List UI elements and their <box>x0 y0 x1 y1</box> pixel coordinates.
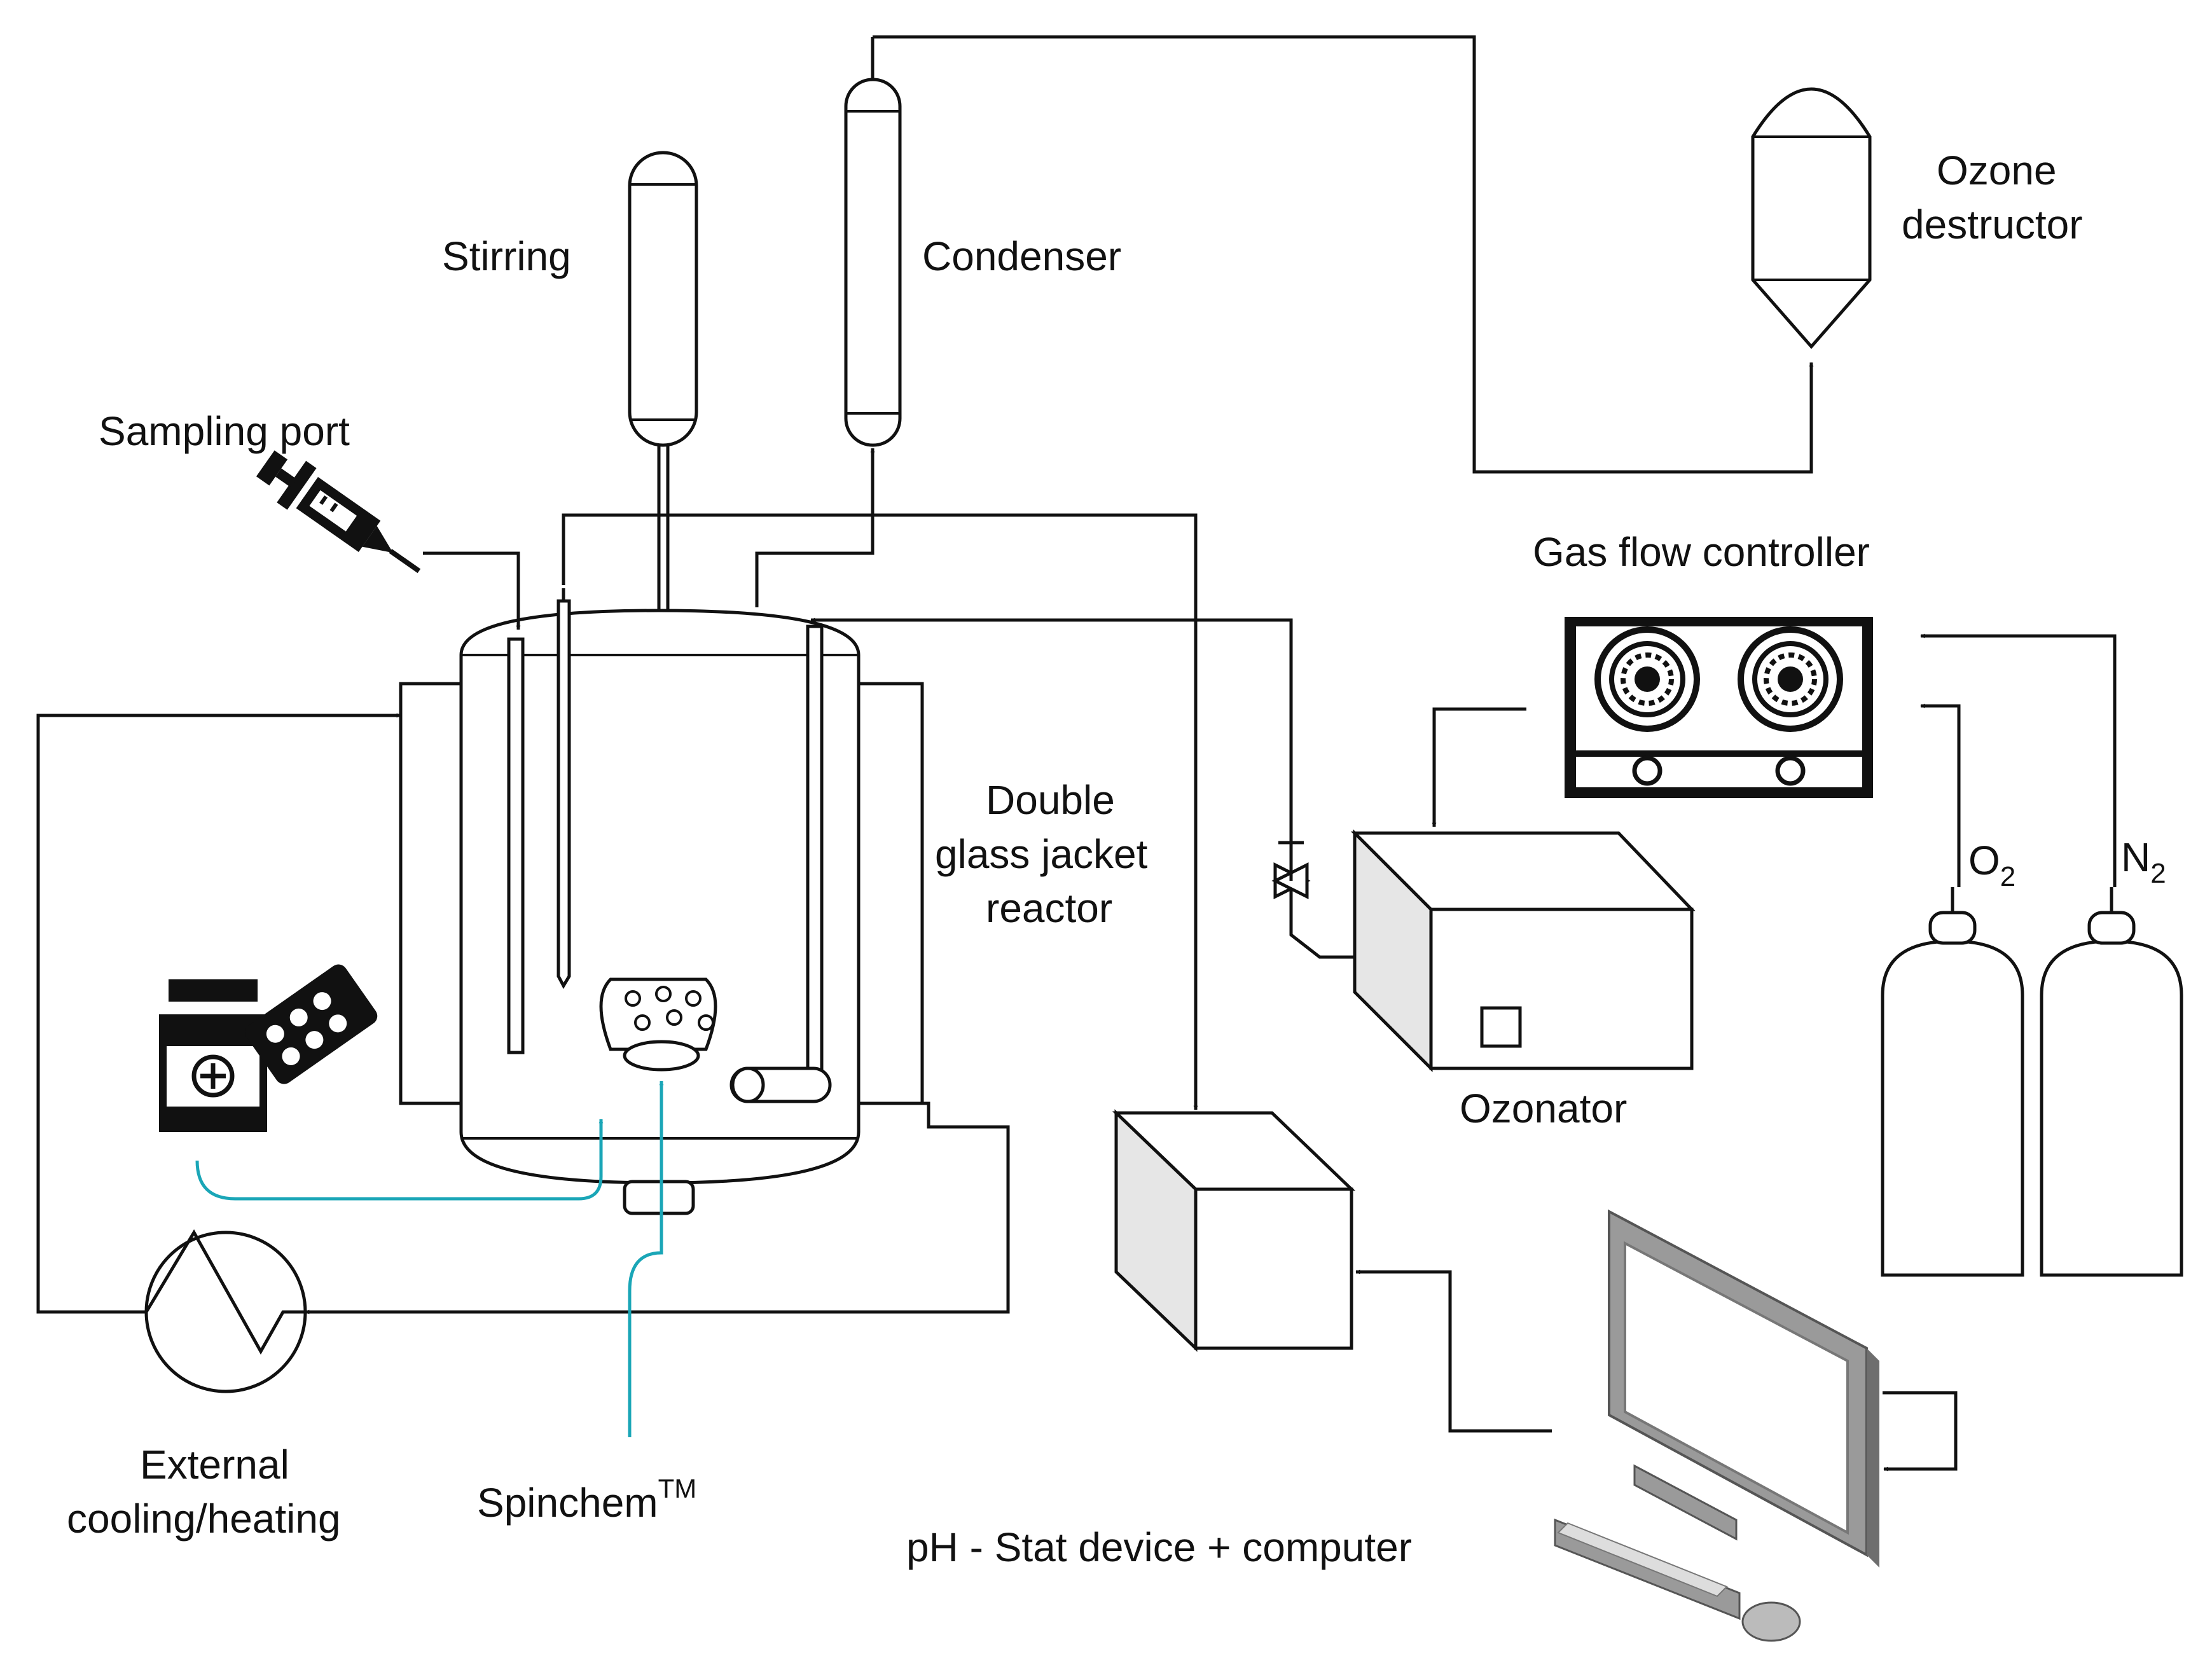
off-gas-line <box>873 35 1814 474</box>
sampling-port-label: Sampling port <box>99 408 350 454</box>
o2-line <box>1920 703 1961 887</box>
o2-label: O2 <box>1968 838 2015 892</box>
condenser-label: Condenser <box>922 233 1121 279</box>
gas-flow-controller-label: Gas flow controller <box>1533 529 1870 575</box>
reactor-label-line3: reactor <box>986 885 1112 931</box>
ozone-destructor <box>1751 87 1872 349</box>
reactor-to-condenser-line <box>755 448 875 607</box>
external-label-line1: External <box>140 1442 289 1487</box>
valve-icon <box>1271 841 1311 900</box>
desktop-computer-icon <box>1554 1209 1879 1642</box>
gas-burner-icon <box>1565 617 1873 798</box>
n2-label: N2 <box>2121 834 2166 889</box>
medicine-feed-line <box>195 1119 604 1201</box>
ozone-destructor-label-line1: Ozone <box>1937 148 2057 193</box>
probe-to-ph-stat-line <box>562 513 1198 1110</box>
ozonator-label: Ozonator <box>1460 1086 1627 1131</box>
ph-stat-device <box>1112 1109 1356 1352</box>
ph-stat-label: pH - Stat device + computer <box>906 1524 1412 1570</box>
n2-cylinder <box>2040 887 2183 1277</box>
controller-to-ozonator-line <box>1432 707 1526 827</box>
external-label-line2: cooling/heating <box>67 1496 341 1542</box>
computer-loop-line <box>1883 1391 1958 1472</box>
o2-cylinder <box>1881 887 2024 1277</box>
medicine-bottle-icon <box>159 979 267 1132</box>
syringe-icon <box>256 450 421 574</box>
heat-exchanger-icon <box>144 1229 307 1393</box>
reactor-label-line2: glass jacket <box>935 831 1148 877</box>
n2-line <box>1920 633 2117 887</box>
computer-to-ph-stat-line <box>1355 1269 1552 1433</box>
sampling-line <box>423 551 521 630</box>
spinchem-label: SpinchemTM <box>477 1473 696 1526</box>
spinchem-feed-line <box>628 1080 664 1437</box>
double-glass-jacket-reactor <box>305 588 1010 1315</box>
condenser <box>844 37 902 447</box>
cooling-loop-line <box>36 713 401 1314</box>
reactor-label-line1: Double <box>986 777 1115 823</box>
pill-blister-icon <box>245 964 378 1084</box>
ozone-feed-line <box>810 618 1355 959</box>
ozone-destructor-label-line2: destructor <box>1902 202 2083 247</box>
stirring-label: Stirring <box>442 233 571 279</box>
ozonator <box>1350 829 1696 1073</box>
